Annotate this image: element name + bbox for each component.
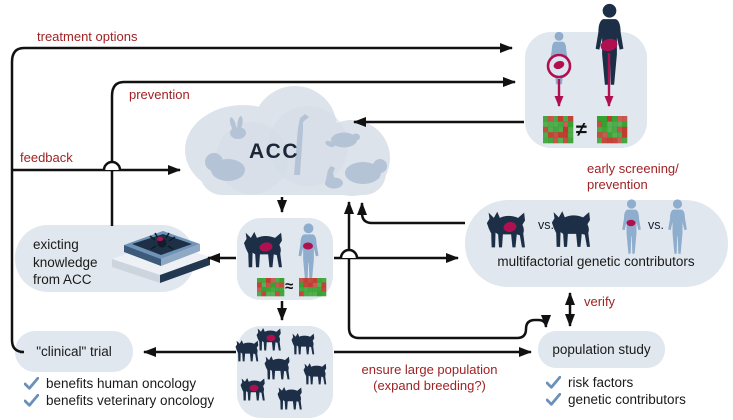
crab-icon [149, 232, 176, 250]
arrow-dogs-rail-to-population [347, 314, 551, 340]
cloud-animals-icon [205, 114, 387, 189]
books-icon [112, 231, 210, 283]
line-hop [102, 160, 122, 171]
human-tumor-icon [626, 219, 636, 227]
arrow-multifactorial-to-cloud [357, 202, 465, 225]
genome-heatmap [299, 278, 327, 297]
dog-population-figures [235, 327, 327, 410]
dog-tumor-icon [266, 334, 276, 342]
arrow-prevention [110, 77, 516, 226]
line-hop [339, 248, 359, 259]
multifactorial-figures [486, 199, 687, 254]
acc-cloud-icon [185, 86, 390, 196]
genome-heatmap [543, 116, 574, 144]
dog-tumor-icon [249, 384, 259, 392]
arrow-treatment-options [10, 43, 513, 354]
dog-tumor-icon [503, 221, 517, 233]
dog-tumor-icon [259, 242, 273, 252]
genome-heatmap [257, 278, 285, 297]
dog-human-figures [243, 223, 327, 297]
population-study-box [538, 331, 665, 368]
human-comparison-figures [543, 3, 628, 144]
adult-tumor-icon [600, 38, 618, 52]
genome-heatmap [597, 116, 628, 144]
clinical-trial-box [15, 331, 133, 372]
multifactorial-box [465, 200, 728, 287]
connector-arrows [10, 43, 575, 357]
human-tumor-icon [303, 242, 313, 250]
